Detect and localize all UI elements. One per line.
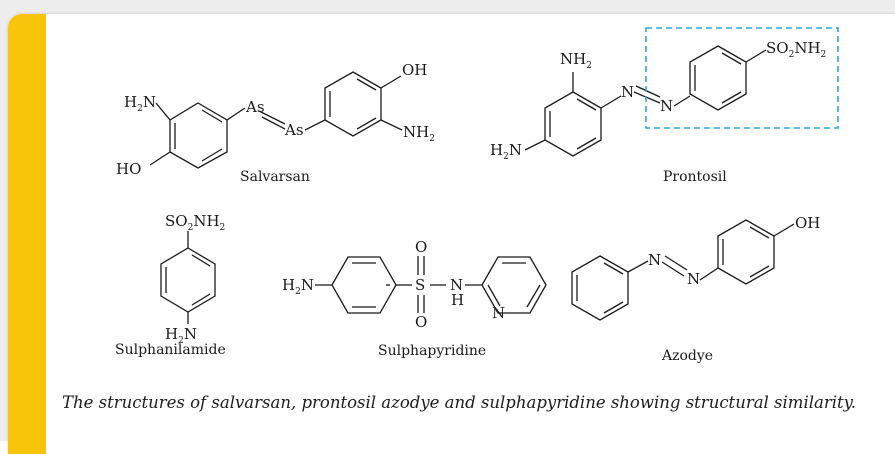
prontosil-n2-label: N: [660, 97, 673, 115]
sulphapyridine-structure: [315, 256, 547, 314]
azodye-n1-label: N: [648, 251, 661, 269]
azodye-name: Azodye: [661, 348, 713, 364]
prontosil-h2n-label: H2N: [490, 141, 522, 162]
sulphanilamide-h2n-label: H2N: [165, 325, 197, 346]
sulphapyridine-name: Sulphapyridine: [378, 343, 486, 359]
salvarsan-as1-label: As: [245, 98, 265, 116]
salvarsan-ho-label: HO: [116, 160, 141, 178]
sulphapyridine-o-top-label: O: [415, 238, 427, 256]
salvarsan-h2n-label: H2N: [124, 93, 156, 114]
salvarsan-structure: [149, 71, 403, 169]
sulphapyridine-h2n-label: H2N: [282, 276, 314, 297]
structures-diagram: H2N HO As As OH NH2 Salvarsan NH2 H2N N …: [115, 27, 839, 364]
sulphanilamide-structure: [160, 231, 216, 324]
prontosil-structure: [524, 45, 767, 157]
azodye-oh-label: OH: [795, 214, 820, 232]
salvarsan-as2-label: As: [284, 121, 304, 139]
salvarsan-nh2-label: NH2: [403, 123, 435, 144]
sulphapyridine-h-link-label: H: [451, 291, 464, 309]
highlight-box: [645, 27, 839, 129]
prontosil-n1-label: N: [621, 83, 634, 101]
figure-caption: The structures of salvarsan, prontosil a…: [62, 393, 857, 412]
sulphapyridine-s-label: S: [415, 276, 425, 294]
sulphanilamide-so2nh2-label: SO2NH2: [165, 212, 225, 233]
prontosil-so2nh2-label: SO2NH2: [766, 39, 826, 60]
sulphapyridine-o-bottom-label: O: [415, 313, 427, 331]
salvarsan-oh-label: OH: [402, 61, 427, 79]
figure-card: [8, 14, 895, 454]
sulphapyridine-n-link-label: N: [450, 276, 463, 294]
accent-bar: [8, 14, 46, 454]
sulphanilamide-name: Sulphanilamide: [115, 342, 226, 358]
prontosil-nh2-label: NH2: [560, 50, 592, 71]
sulphapyridine-n-ring-label: N: [492, 304, 505, 322]
azodye-n2-label: N: [687, 270, 700, 288]
salvarsan-name: Salvarsan: [240, 169, 310, 185]
prontosil-name: Prontosil: [663, 169, 727, 185]
azodye-structure: [571, 219, 795, 321]
